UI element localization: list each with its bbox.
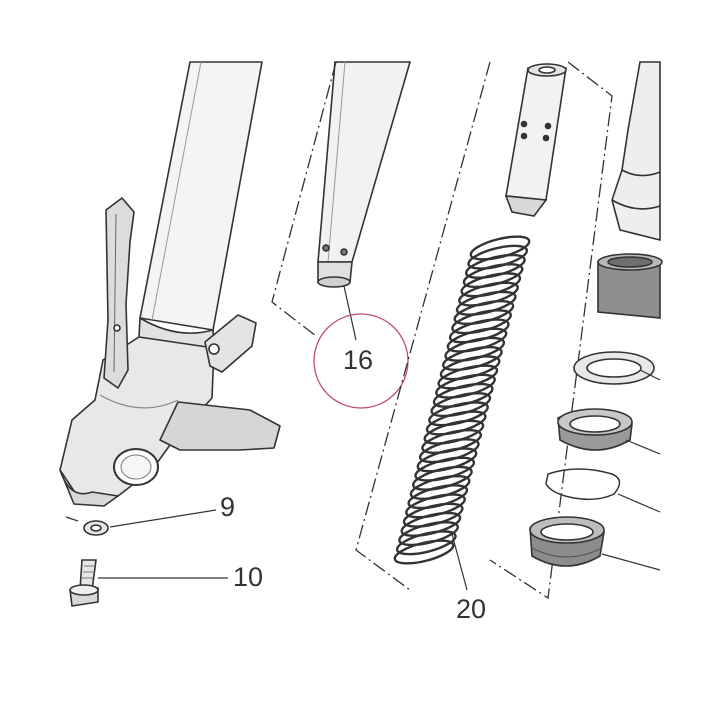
damper-rod-part-16	[317, 61, 412, 288]
caliper-arm	[103, 197, 135, 389]
callout-label-9: 9	[220, 492, 236, 522]
axis-bracket-right	[489, 61, 613, 600]
dust-seal	[529, 516, 605, 567]
spring-part-20	[393, 235, 531, 565]
flat-washer	[573, 351, 655, 385]
bolt-part-10	[69, 559, 99, 607]
spring-coil	[395, 530, 457, 556]
callout-label-20: 20	[456, 594, 487, 624]
slider-tube	[139, 61, 263, 331]
inner-rod	[504, 63, 567, 217]
leader-line-9	[109, 509, 217, 528]
spring-coil	[393, 539, 455, 565]
leader-line-20	[451, 533, 468, 591]
highlight-circle-16	[313, 313, 409, 409]
washer-part-9	[83, 520, 109, 536]
bushing	[597, 253, 663, 319]
fork-slider-assembly	[59, 61, 281, 507]
oil-seal	[557, 408, 633, 451]
side-bracket	[204, 314, 257, 373]
leader-line-16	[343, 285, 357, 341]
rear-flange	[159, 401, 281, 451]
axis-bracket-16	[271, 61, 337, 337]
circlip	[545, 468, 621, 501]
callout-label-10: 10	[233, 562, 264, 592]
upper-tube-section	[611, 61, 661, 242]
axis-bracket-20	[355, 61, 491, 591]
callout-label-16: 16	[343, 345, 374, 375]
